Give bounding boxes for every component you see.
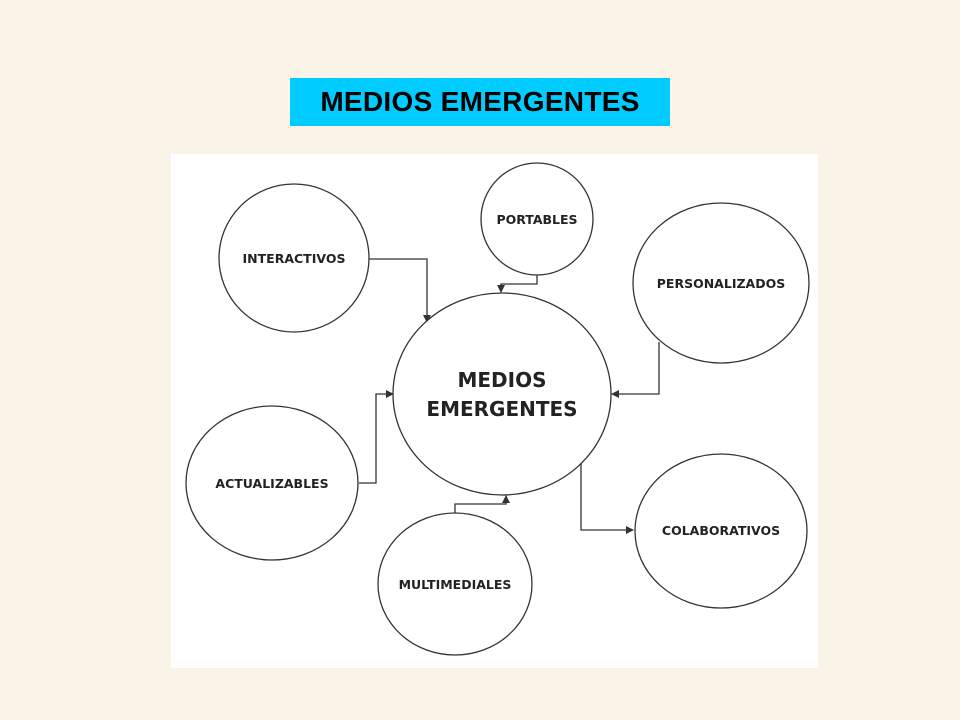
node-label-actualizables: ACTUALIZABLES [215, 476, 328, 491]
diagram-panel: MEDIOS EMERGENTES INTERACTIVOS PORTABLES… [171, 154, 818, 668]
node-label-portables: PORTABLES [496, 212, 577, 227]
center-label-line2: EMERGENTES [426, 397, 577, 421]
node-circle-portables [480, 162, 594, 276]
concept-map: MEDIOS EMERGENTES INTERACTIVOS PORTABLES… [185, 162, 810, 656]
node-label-interactivos: INTERACTIVOS [243, 251, 346, 266]
node-circle-center [392, 292, 612, 496]
title-banner: MEDIOS EMERGENTES [290, 78, 670, 126]
arrow-interactivos-to-center [369, 258, 431, 323]
node-circle-actualizables [185, 405, 359, 561]
arrow-portables-to-center [497, 275, 538, 293]
node-circle-interactivos [218, 183, 370, 333]
arrow-actualizables-to-center [359, 390, 394, 484]
page-title: MEDIOS EMERGENTES [320, 86, 640, 117]
node-label-colaborativos: COLABORATIVOS [662, 523, 780, 538]
node-circle-multimediales [377, 512, 533, 656]
node-circle-colaborativos [634, 453, 808, 609]
arrow-center-to-colaborativos [580, 462, 634, 534]
node-label-multimediales: MULTIMEDIALES [399, 577, 512, 592]
node-circle-personalizados [632, 202, 810, 364]
node-label-personalizados: PERSONALIZADOS [657, 276, 785, 291]
arrow-personalizados-to-center [611, 342, 660, 398]
center-label-line1: MEDIOS [457, 368, 546, 392]
arrow-multimediales-to-center [454, 495, 510, 513]
